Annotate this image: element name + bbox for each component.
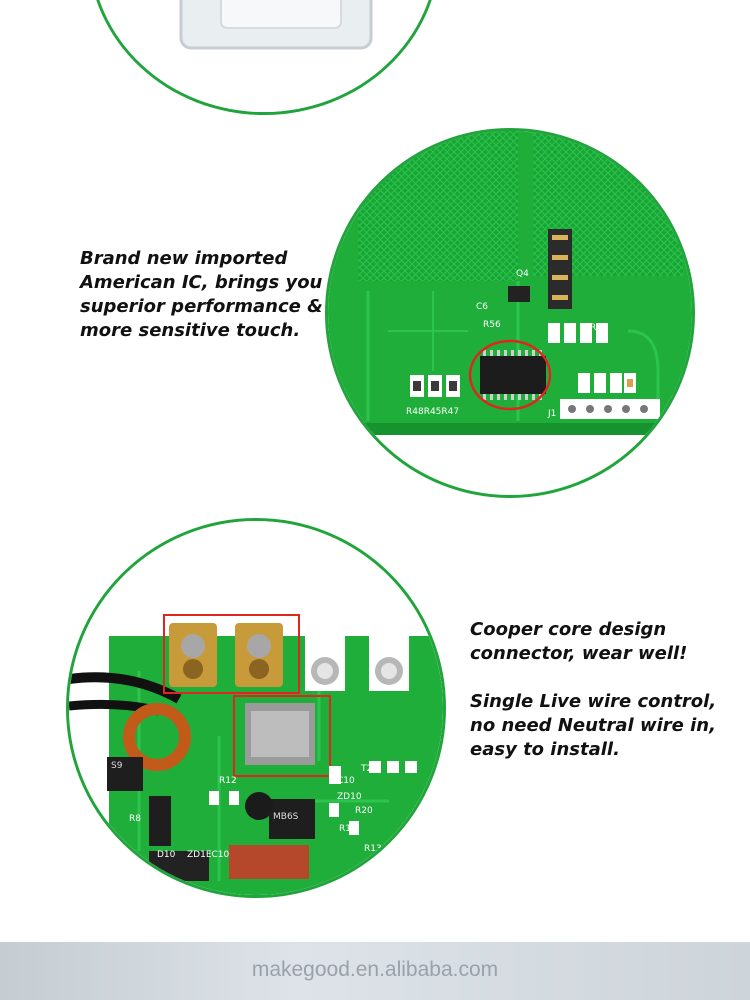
pcb-ic-photo-circle: R48R45R47 J1 R19 C6 Q4 R56 (325, 128, 695, 498)
regulator-highlight-box (233, 695, 331, 777)
label-r12: R12 (219, 776, 237, 786)
label-r19: R19 (590, 323, 608, 333)
label-acl2: ACL2 (311, 637, 334, 647)
ic-caption: Brand new imported American IC, brings y… (80, 247, 323, 343)
label-acl3: ACL3 (375, 637, 398, 647)
ic-caption-line-2: American IC, brings you (80, 272, 323, 293)
ic-caption-line-3: superior performance & (80, 296, 323, 317)
label-zd10: ZD10 (337, 792, 362, 802)
label-r8: R8 (129, 814, 141, 824)
brand-watermark: makegood.en.alibaba.com (251, 958, 499, 981)
wiring-caption-line-1: Single Live wire control, (470, 691, 717, 712)
label-r13: R13 (364, 844, 382, 854)
pcb-connector-photo-circle: ACL2 ACL3 R12 R8 MB6S R10 R13 R20 ZD10 D… (66, 518, 446, 898)
product-photo-top (91, 0, 437, 112)
label-mb6s: MB6S (273, 812, 299, 822)
connector-caption-line-1: Cooper core design (470, 619, 667, 640)
label-r10: R10 (339, 824, 357, 834)
pcb-ic-photo: R48R45R47 J1 R19 C6 Q4 R56 (328, 131, 692, 495)
wiring-caption-line-3: easy to install. (470, 739, 620, 760)
label-r48r45r47: R48R45R47 (406, 407, 459, 417)
label-s9: S9 (111, 761, 123, 771)
label-c6: C6 (476, 302, 488, 312)
pcb-connector-photo: ACL2 ACL3 R12 R8 MB6S R10 R13 R20 ZD10 D… (69, 521, 443, 895)
connector-caption-line-2: connector, wear well! (470, 643, 688, 664)
ic-caption-line-4: more sensitive touch. (80, 320, 301, 341)
ic-caption-line-1: Brand new imported (80, 248, 288, 269)
product-photo-circle-top (88, 0, 440, 115)
connector-caption: Cooper core design connector, wear well! (470, 618, 687, 666)
label-t2: T2 (360, 764, 372, 774)
label-r56: R56 (483, 320, 501, 330)
label-c10: C10 (337, 776, 355, 786)
label-q4: Q4 (516, 269, 529, 279)
wiring-caption: Single Live wire control, no need Neutra… (470, 690, 716, 762)
label-r20: R20 (355, 806, 373, 816)
label-zd1ec10: ZD1EC10 (187, 850, 230, 860)
wiring-caption-line-2: no need Neutral wire in, (470, 715, 716, 736)
label-d10: D10 (157, 850, 176, 860)
footer-banner: makegood.en.alibaba.com (0, 942, 750, 1000)
label-j1: J1 (547, 409, 556, 419)
terminal-highlight-box (163, 614, 300, 694)
ic-highlight-ring (468, 339, 552, 411)
